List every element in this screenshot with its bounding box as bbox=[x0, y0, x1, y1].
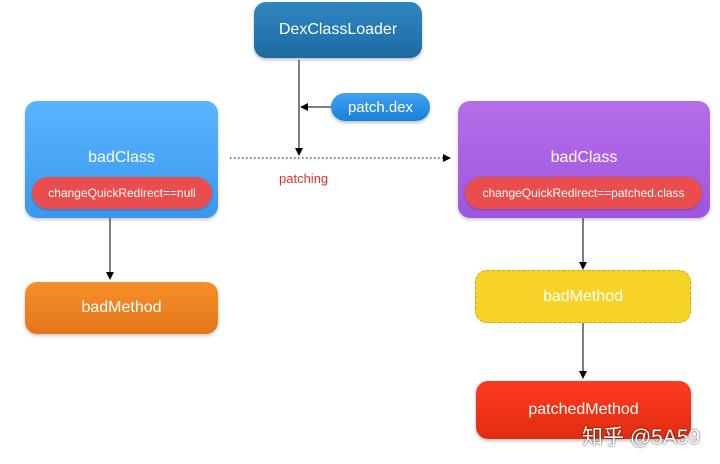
change-quick-redirect-null-label: changeQuickRedirect==null bbox=[48, 186, 196, 200]
dex-class-loader-box: DexClassLoader bbox=[254, 2, 422, 58]
bad-class-left-box: badClass changeQuickRedirect==null bbox=[25, 101, 218, 218]
bad-class-left-title: badClass bbox=[88, 149, 155, 166]
bad-class-right-title: badClass bbox=[550, 149, 618, 166]
bad-method-left-label: badMethod bbox=[81, 299, 162, 316]
bad-method-right-label: badMethod bbox=[542, 287, 624, 305]
change-quick-redirect-patched-label: changeQuickRedirect==patched.class bbox=[482, 186, 685, 200]
change-quick-redirect-patched-pill: changeQuickRedirect==patched.class bbox=[465, 177, 702, 209]
patched-method-label: patchedMethod bbox=[528, 401, 639, 418]
bad-method-right-box: badMethod bbox=[475, 270, 691, 323]
change-quick-redirect-null-pill: changeQuickRedirect==null bbox=[32, 177, 212, 209]
bad-class-right-box: badClass changeQuickRedirect==patched.cl… bbox=[458, 101, 710, 218]
dex-class-loader-label: DexClassLoader bbox=[278, 21, 398, 38]
patched-method-box: patchedMethod bbox=[476, 381, 691, 439]
patch-dex-box: patch.dex bbox=[331, 93, 430, 121]
patch-dex-label: patch.dex bbox=[347, 98, 414, 116]
patching-label: patching bbox=[279, 171, 329, 186]
watermark-text: 知乎 @5A59 bbox=[582, 426, 701, 449]
bad-method-left-box: badMethod bbox=[25, 282, 218, 334]
